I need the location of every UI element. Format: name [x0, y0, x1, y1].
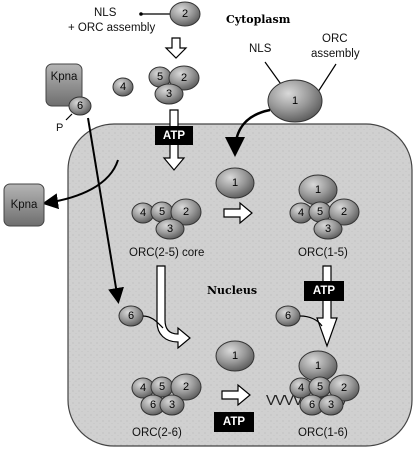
kpna-6-complex: Kpna 6 P	[45, 63, 92, 134]
orc-2-5-core-label: ORC(2-5) core	[129, 247, 204, 259]
svg-text:1: 1	[232, 177, 238, 189]
subunit-6-left: 6	[118, 305, 144, 327]
svg-text:4: 4	[298, 207, 304, 219]
svg-text:6: 6	[285, 310, 291, 322]
atp-badge-1: ATP	[155, 126, 193, 145]
svg-text:2: 2	[183, 381, 189, 393]
svg-text:3: 3	[328, 399, 334, 411]
svg-text:1: 1	[232, 350, 238, 362]
nls-label: NLS	[249, 43, 272, 55]
svg-text:2: 2	[341, 382, 347, 394]
svg-text:6: 6	[309, 399, 315, 411]
svg-text:ATP: ATP	[163, 130, 185, 142]
subunit-6-import-arrow	[87, 117, 124, 304]
kpna-export-arrow	[42, 159, 119, 210]
subunit-1-free: 1	[267, 79, 323, 123]
svg-text:1: 1	[292, 95, 298, 107]
svg-text:2: 2	[183, 206, 189, 218]
orc-2-6-complex: 4 5 2 6 3	[131, 373, 202, 416]
subunit-4-free: 4	[112, 77, 134, 97]
svg-text:6: 6	[128, 310, 134, 322]
svg-text:3: 3	[325, 223, 331, 235]
orc-1-5-complex: 1 4 5 2 3	[289, 174, 360, 240]
cytoplasm-label: Cytoplasm	[226, 13, 291, 26]
svg-text:4: 4	[140, 207, 146, 219]
svg-text:6: 6	[150, 399, 156, 411]
nls-orc-label-line2: + ORC assembly	[68, 22, 155, 34]
open-arrow-down-1	[164, 37, 188, 59]
svg-text:2: 2	[181, 72, 187, 84]
orc-1-6-label: ORC(1-6)	[298, 427, 348, 439]
kpna-free: Kpna	[3, 183, 45, 227]
svg-text:3: 3	[169, 399, 175, 411]
subunit-6-right: 6	[275, 305, 301, 327]
orc-1-5-label: ORC(1-5)	[298, 247, 348, 259]
orc-assembly-label-1: ORC	[322, 33, 348, 45]
open-arrow-right-2	[221, 383, 251, 407]
svg-text:Kpna: Kpna	[51, 71, 78, 83]
svg-text:5: 5	[159, 381, 165, 393]
svg-text:3: 3	[167, 223, 173, 235]
svg-text:ATP: ATP	[223, 416, 245, 428]
orc-1-6-complex: 1 4 5 2 6 3	[289, 350, 360, 416]
subunit-1-nuclear: 1	[215, 167, 255, 199]
orc-2-6-label: ORC(2-6)	[132, 427, 182, 439]
atp-badge-3: ATP	[214, 412, 254, 432]
svg-text:2: 2	[182, 8, 188, 20]
svg-text:Kpna: Kpna	[11, 199, 38, 211]
svg-text:5: 5	[157, 71, 163, 83]
open-arrow-right-1	[223, 201, 253, 225]
svg-text:2: 2	[341, 206, 347, 218]
nucleus-label: Nucleus	[207, 284, 257, 297]
svg-text:ATP: ATP	[313, 285, 335, 297]
import-arrow-1	[225, 108, 271, 157]
phospho-label: P	[56, 122, 63, 134]
svg-text:4: 4	[120, 81, 126, 93]
svg-text:3: 3	[166, 88, 172, 100]
open-arrow-down-left	[156, 265, 191, 350]
subunit-1-bottom: 1	[215, 340, 255, 372]
svg-text:5: 5	[317, 206, 323, 218]
atp-badge-2: ATP	[304, 281, 344, 301]
complex-2-3-5-top: 5 2 3	[148, 65, 200, 105]
svg-text:1: 1	[315, 360, 321, 372]
subunit-2-top: 2	[169, 1, 201, 27]
svg-text:5: 5	[159, 206, 165, 218]
svg-text:4: 4	[140, 382, 146, 394]
svg-text:4: 4	[298, 382, 304, 394]
svg-text:1: 1	[315, 184, 321, 196]
svg-text:5: 5	[317, 381, 323, 393]
svg-text:6: 6	[77, 100, 83, 112]
orc-2-5-core-complex: 4 5 2 3	[131, 198, 202, 240]
orc-assembly-label-2: assembly	[311, 48, 360, 60]
nls-orc-label-line1: NLS	[94, 7, 117, 19]
